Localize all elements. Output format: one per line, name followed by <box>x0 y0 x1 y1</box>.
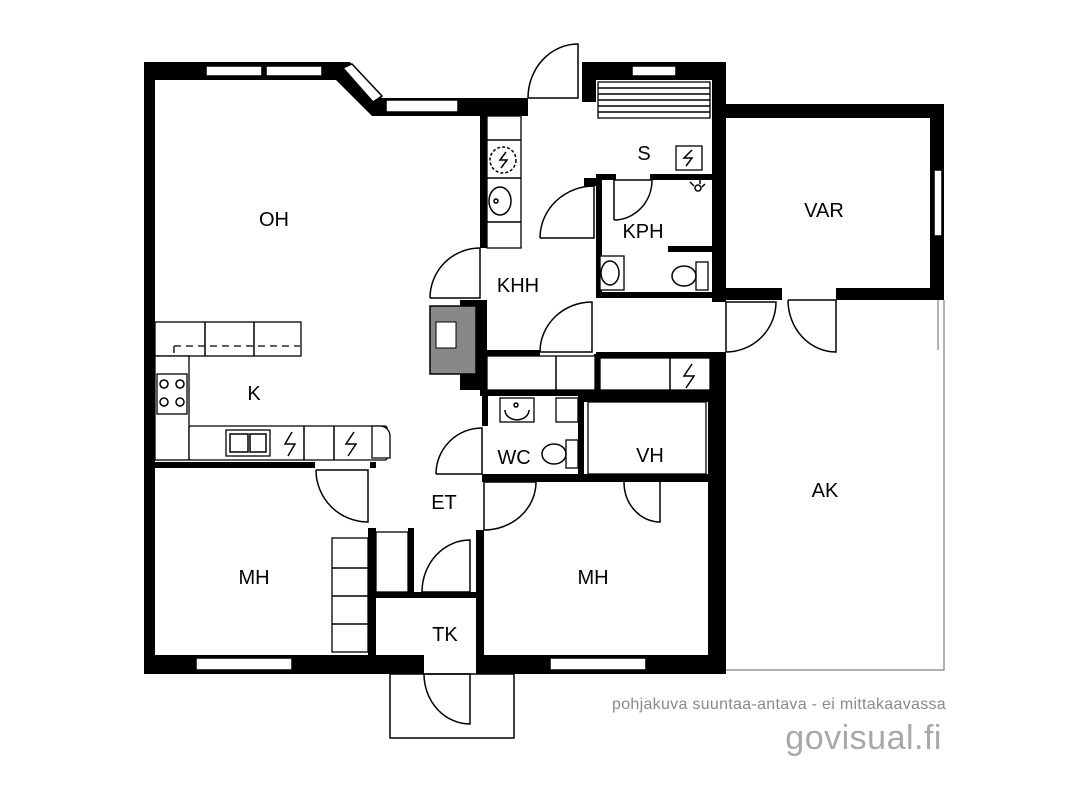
kitchen-fixtures <box>154 321 391 461</box>
room-labels: OH K KHH S KPH VAR WC VH ET MH MH TK AK <box>238 143 843 646</box>
fridge-icon <box>344 431 358 457</box>
room-label-mh-right: MH <box>577 567 608 589</box>
room-label-vh: VH <box>636 445 664 467</box>
electric-panel-icon <box>682 363 696 389</box>
room-label-et: ET <box>431 492 457 514</box>
room-label-k: K <box>247 383 261 405</box>
sauna-stove-icon <box>675 145 703 171</box>
room-label-mh-left: MH <box>238 567 269 589</box>
room-label-oh: OH <box>259 209 289 231</box>
stove-icon <box>156 373 188 415</box>
room-label-tk: TK <box>432 624 458 646</box>
carport-outline <box>726 300 945 671</box>
wardrobes <box>331 401 707 653</box>
room-label-s: S <box>637 143 650 165</box>
room-label-var: VAR <box>804 200 844 222</box>
wc-sink-icon <box>499 397 535 423</box>
dishwasher-icon <box>283 431 297 457</box>
room-label-ak: AK <box>812 480 839 502</box>
fireplace-icon <box>429 305 477 375</box>
room-label-wc: WC <box>497 447 530 469</box>
brand-logo-text: govisual.fi <box>785 719 942 757</box>
room-label-khh: KHH <box>497 275 539 297</box>
windows <box>195 63 943 671</box>
wc-fixtures <box>499 397 579 469</box>
sauna-fixtures <box>597 81 711 291</box>
bathroom-sink-icon <box>599 255 625 291</box>
utility-sink-icon <box>488 186 512 216</box>
washing-machine-icon <box>489 146 517 174</box>
wc-toilet-icon <box>541 439 579 469</box>
utility-room-fixtures <box>486 115 711 391</box>
room-label-kph: KPH <box>622 221 663 243</box>
disclaimer-caption: pohjakuva suuntaa-antava - ei mittakaava… <box>612 696 946 713</box>
shower-icon <box>689 180 706 192</box>
kitchen-sink-icon <box>225 429 271 457</box>
doors <box>315 43 837 739</box>
toilet-icon <box>671 261 709 291</box>
